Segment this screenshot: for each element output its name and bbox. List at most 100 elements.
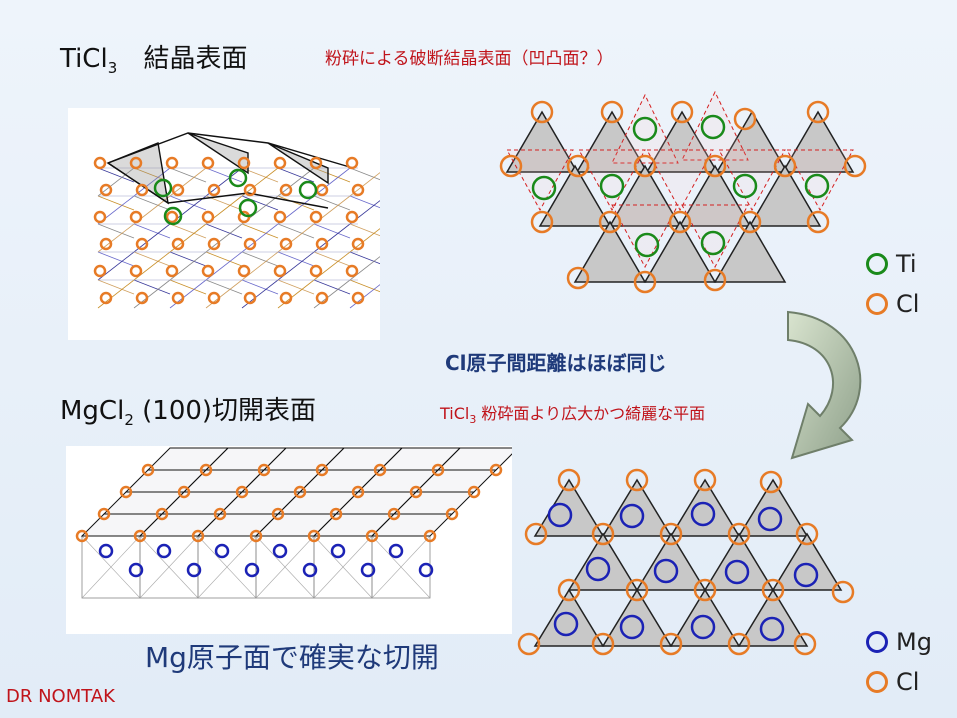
lattice-bond <box>205 251 243 267</box>
cl-atom <box>119 485 133 499</box>
lattice-bond <box>133 195 171 211</box>
lattice-bond <box>313 167 351 197</box>
mgcl2-triangle <box>669 478 741 537</box>
cl-atom <box>171 183 185 197</box>
ticl3-lattice-figure <box>93 132 380 309</box>
cl-atom <box>795 522 819 546</box>
legend-bottom-mg-label: Mg <box>896 628 932 656</box>
lattice-top-edge <box>107 132 354 169</box>
cl-atom <box>387 507 401 521</box>
compare-text-prefix: TiCl <box>440 404 470 423</box>
cl-atom <box>431 463 445 477</box>
lattice-bond <box>313 251 351 267</box>
cl-atom <box>93 264 107 278</box>
mgcl2-schematic <box>517 468 855 656</box>
lattice-bond <box>313 535 373 599</box>
lattice-bond <box>133 223 171 239</box>
mg-atom <box>553 611 579 637</box>
lattice-bond <box>169 167 207 197</box>
cl-atom <box>249 529 263 543</box>
lattice-bond <box>169 195 207 211</box>
cl-atom <box>93 210 107 224</box>
cl-atom <box>309 210 323 224</box>
mgcl2-title-suffix: (100)切開表面 <box>133 396 317 426</box>
cl-atom <box>793 632 817 656</box>
ticl3-triangle <box>713 220 787 283</box>
cl-atom <box>99 183 113 197</box>
cl-atom <box>99 291 113 305</box>
cl-atom <box>423 529 437 543</box>
cl-atom <box>625 578 649 602</box>
cl-atom <box>171 291 185 305</box>
mg-atom <box>690 614 716 640</box>
ticl3-triangle <box>608 164 682 227</box>
cl-atom <box>315 463 329 477</box>
legend-bottom: Mg Cl <box>866 628 932 696</box>
cl-atom <box>668 210 692 234</box>
lattice-bond <box>313 167 351 183</box>
cl-atom <box>99 237 113 251</box>
mg-atom <box>757 506 783 532</box>
cl-atom <box>243 237 257 251</box>
cl-atom <box>703 268 727 292</box>
cl-atom <box>309 156 323 170</box>
mg-atom <box>793 562 819 588</box>
cl-atom <box>365 529 379 543</box>
ticl3-dashed-triangle <box>611 204 679 269</box>
legend-top-ti: Ti <box>866 250 919 278</box>
ti-atom <box>700 230 726 256</box>
lattice-bond <box>205 195 243 211</box>
legend-bottom-cl-label: Cl <box>896 668 920 696</box>
cl-atom <box>201 156 215 170</box>
cl-atom <box>75 529 89 543</box>
cl-atom <box>315 237 329 251</box>
lattice-bond <box>349 228 380 253</box>
cl-atom <box>213 507 227 521</box>
lattice-bond <box>349 167 380 181</box>
cl-atom <box>530 100 554 124</box>
lattice-bond <box>313 223 351 253</box>
cl-atom <box>351 291 365 305</box>
lattice-bond <box>97 223 135 239</box>
ticl3-triangle <box>538 164 612 227</box>
mg-atom <box>244 562 260 578</box>
mg-atom <box>98 543 114 559</box>
cl-atom <box>598 210 622 234</box>
legend-top: Ti Cl <box>866 250 919 318</box>
lattice-bond <box>349 223 380 237</box>
legend-top-cl: Cl <box>866 290 919 318</box>
mg-atom <box>619 614 645 640</box>
lattice-bond <box>205 279 243 295</box>
lattice-bond <box>97 251 135 267</box>
mgcl2-triangle <box>533 588 605 647</box>
mgcl2-title: MgCl2 (100)切開表面 <box>60 390 316 429</box>
ticl3-triangle <box>505 110 579 173</box>
cl-atom <box>693 468 717 492</box>
mg-atom <box>186 562 202 578</box>
mg-atom <box>128 562 144 578</box>
ti-atom <box>732 173 758 199</box>
author-label: DR NOMTAK <box>6 686 115 707</box>
mgcl2-triangle <box>669 588 741 647</box>
ticl3-title-sub: 3 <box>107 59 118 78</box>
cl-atom <box>135 237 149 251</box>
lattice-bond <box>97 279 135 295</box>
cl-atom <box>517 632 541 656</box>
cl-atom <box>591 522 615 546</box>
lattice-bond <box>133 167 171 197</box>
ticl3-dashed-triangle <box>506 149 574 212</box>
cl-atom <box>133 529 147 543</box>
lattice-bond <box>97 223 135 253</box>
mg-atom <box>272 543 288 559</box>
lattice-bond <box>197 535 257 599</box>
cl-atom <box>345 156 359 170</box>
cl-atom <box>557 468 581 492</box>
lattice-bond <box>277 223 315 253</box>
lattice-bond <box>277 167 315 197</box>
ti-atom <box>238 198 258 218</box>
cl-atom <box>279 183 293 197</box>
ticl3-dashed-triangle <box>681 90 749 161</box>
cl-atom <box>237 264 251 278</box>
cl-atom <box>566 266 590 290</box>
